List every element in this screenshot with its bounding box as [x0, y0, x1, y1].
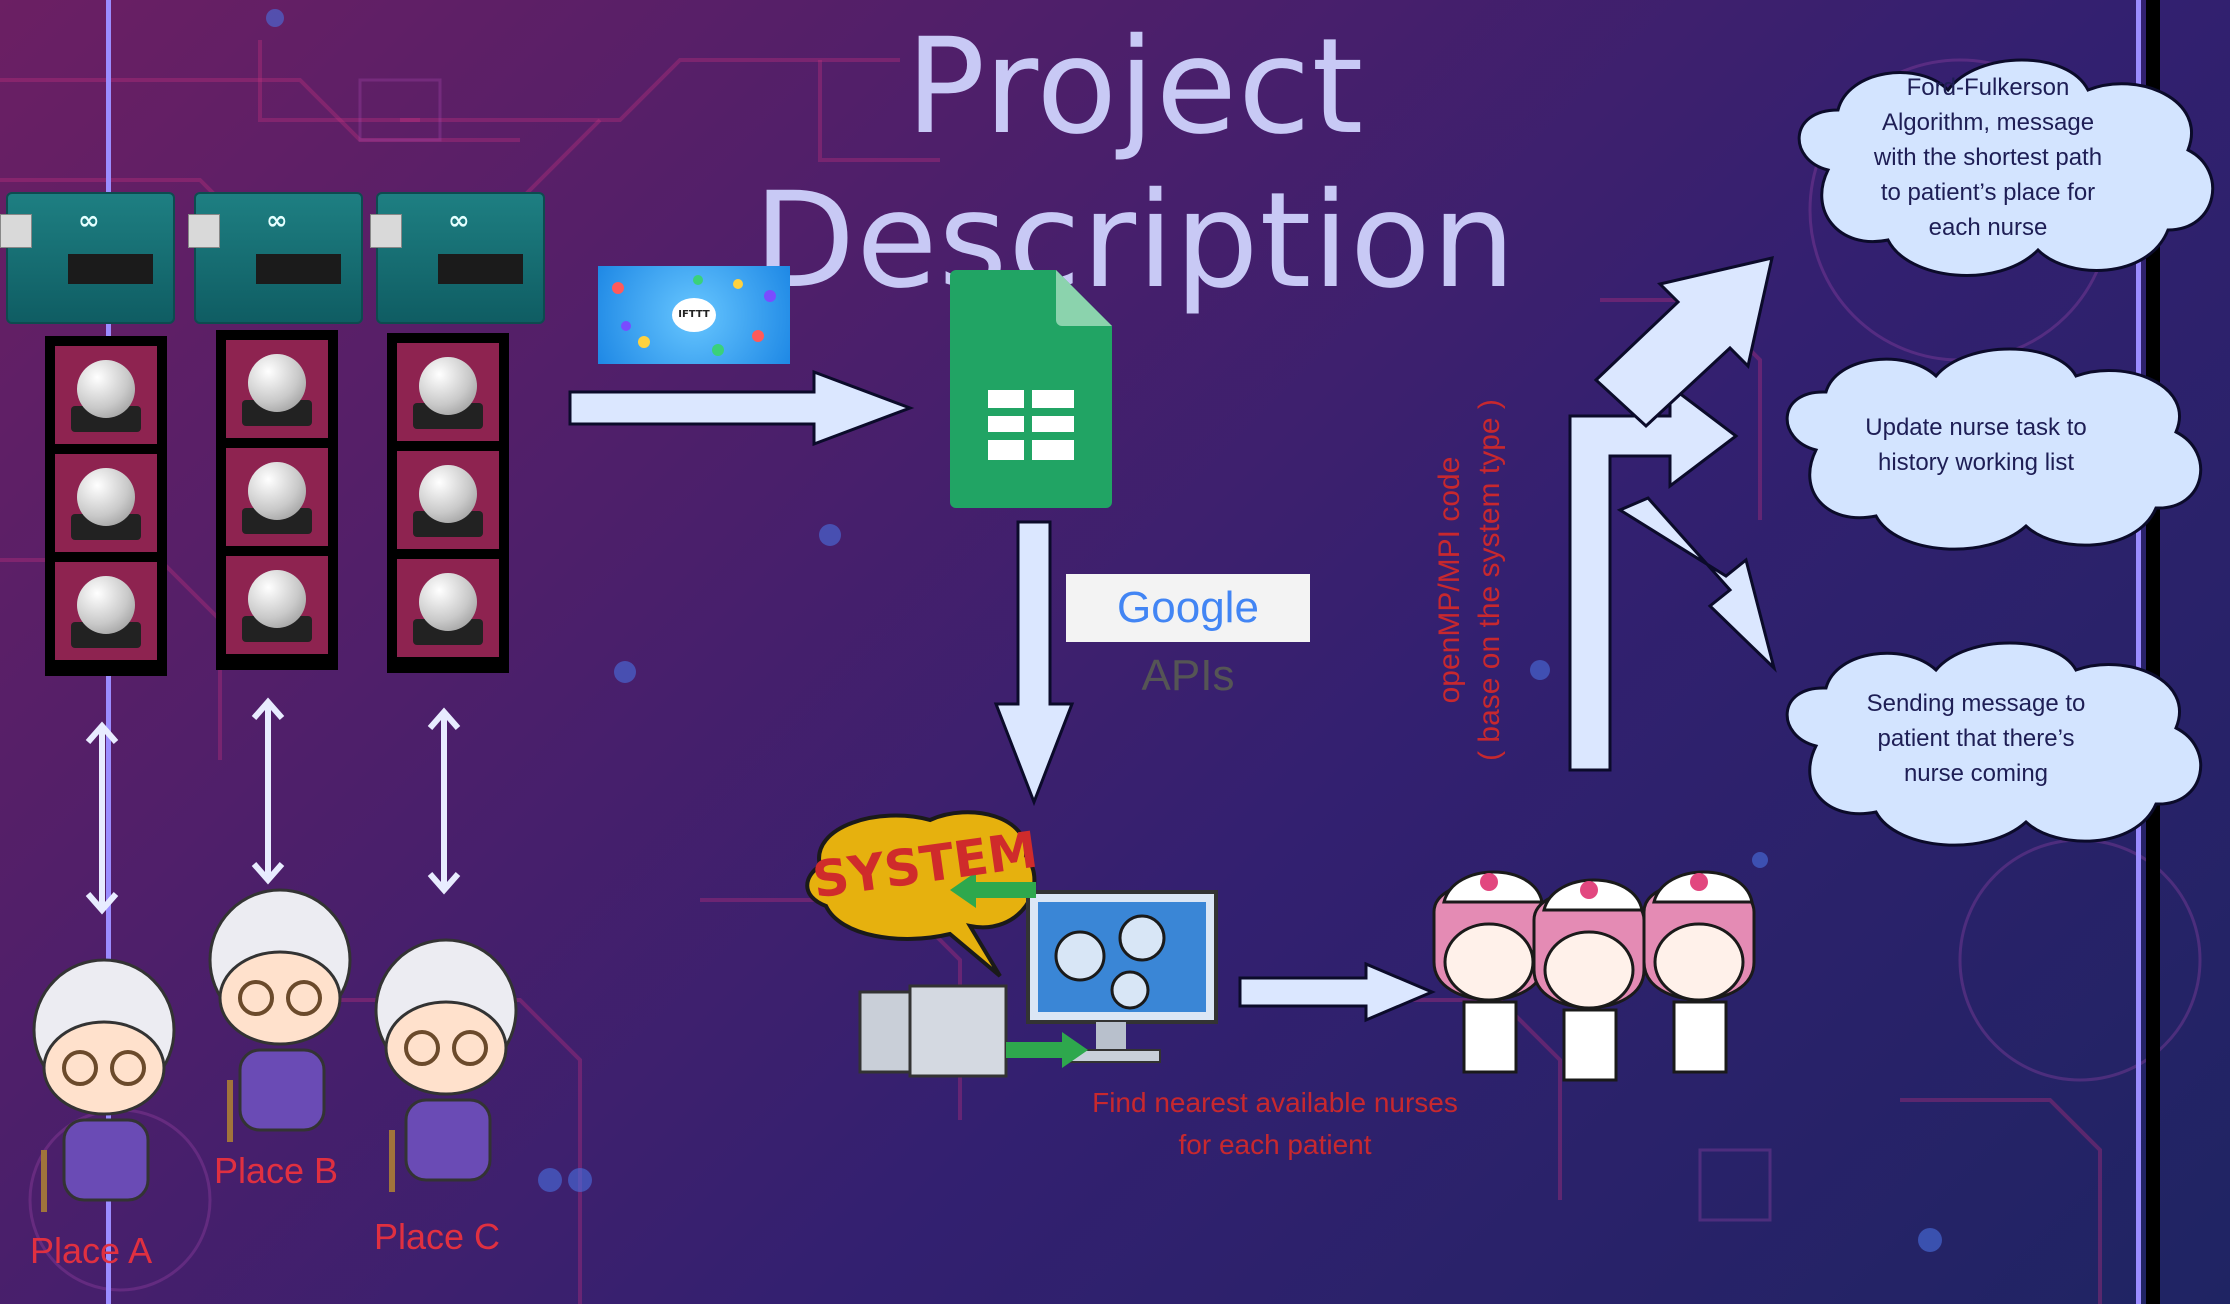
cloud-text-update-task: Update nurse task to history working lis…	[1865, 414, 2087, 476]
place-b-label: Place B	[214, 1150, 339, 1191]
double-arrow-b	[251, 697, 285, 885]
pir-sensor-icon	[248, 354, 306, 412]
sensor-column-a	[45, 336, 167, 676]
pir-sensor-icon	[77, 468, 135, 526]
nurses-illustration	[1432, 870, 1756, 1082]
cloud-sending-message	[1785, 641, 2203, 847]
arrow-to-system	[993, 520, 1075, 807]
pir-sensor-icon	[419, 465, 477, 523]
pir-sensor-icon	[419, 357, 477, 415]
arduino-board-c: ∞	[370, 192, 545, 324]
pir-sensor-icon	[248, 462, 306, 520]
ifttt-logo: IFTTT	[598, 266, 790, 364]
arrow-to-sheets	[568, 369, 915, 447]
arrow-to-nurses	[1238, 961, 1436, 1023]
openmp-mpi-note: openMP/MPI code ( base on the system typ…	[1433, 399, 1506, 761]
cloud-text-ford-fulkerson: Ford-Fulkerson Algorithm, message with t…	[1873, 74, 2103, 241]
cloud-text-sending-message: Sending message to patient that there’s …	[1866, 690, 2086, 787]
double-arrow-c	[427, 707, 461, 895]
double-arrow-a	[85, 721, 119, 915]
google-sheets-icon	[950, 270, 1112, 508]
cloud-update-task	[1785, 347, 2203, 551]
sensor-column-c	[387, 333, 509, 673]
place-c-label: Place C	[374, 1216, 501, 1257]
sensor-column-b	[216, 330, 338, 670]
place-a-label: Place A	[30, 1230, 153, 1271]
find-nurses-note: Find nearest available nurses for each p…	[1092, 1087, 1458, 1160]
patient-c-illustration	[374, 938, 518, 1192]
arduino-board-b: ∞	[188, 192, 363, 324]
pir-sensor-icon	[77, 576, 135, 634]
right-black-border	[2146, 0, 2160, 1304]
system-illustration	[805, 810, 1218, 1078]
arduino-board-a: ∞	[0, 192, 175, 324]
pir-sensor-icon	[248, 570, 306, 628]
pir-sensor-icon	[77, 360, 135, 418]
page-title: Project Description	[753, 10, 1517, 318]
cloud-ford-fulkerson	[1797, 58, 2215, 277]
right-vertical-line	[2136, 0, 2141, 1304]
pir-sensor-icon	[419, 573, 477, 631]
patient-a-illustration	[32, 958, 176, 1212]
google-apis-logo: Google APIs	[1066, 574, 1310, 700]
patient-b-illustration	[208, 888, 352, 1142]
branch-arrows	[1568, 256, 1777, 772]
